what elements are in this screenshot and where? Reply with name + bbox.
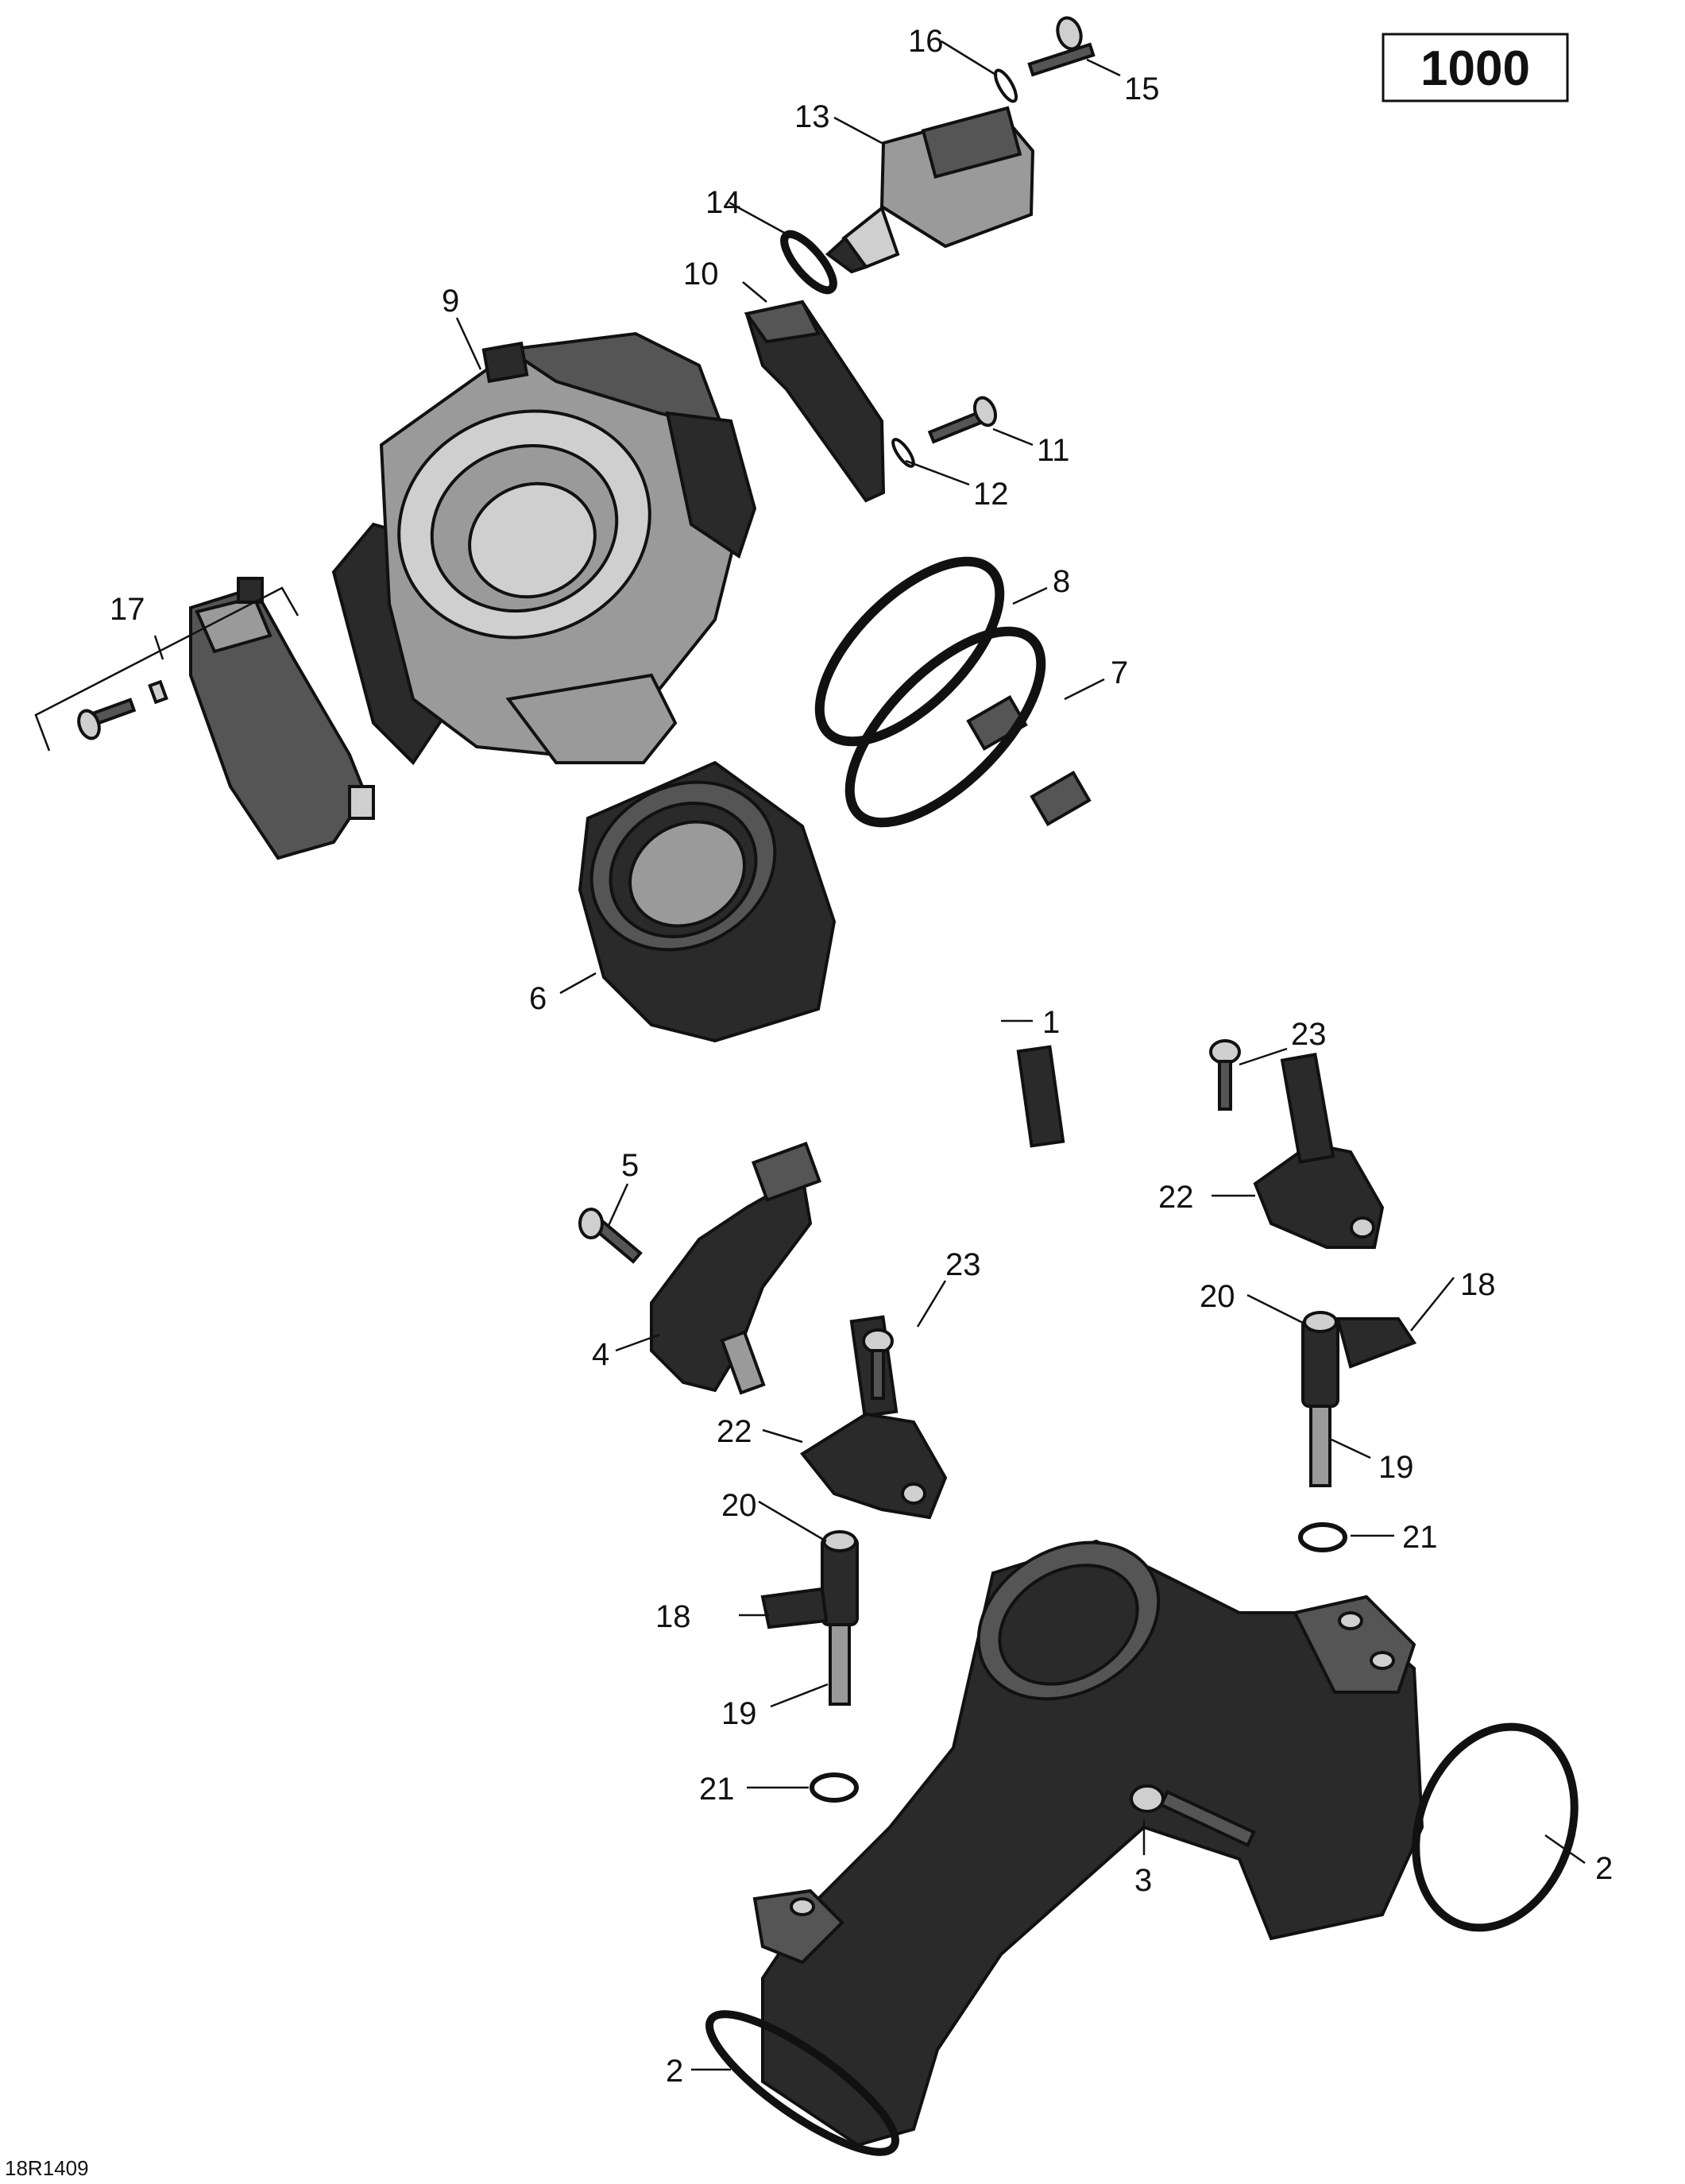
callout-21-left: 21: [699, 1772, 735, 1807]
part-screw-3: [1130, 1784, 1256, 1848]
callout-14: 14: [705, 185, 741, 220]
callout-6: 6: [529, 981, 547, 1016]
callout-21-right: 21: [1402, 1520, 1438, 1555]
part-manifold-1: [752, 1539, 1424, 2147]
part-seal-21-left: [810, 1772, 859, 1803]
callout-2-right: 2: [1595, 1851, 1613, 1886]
part-adapter-10: [744, 300, 886, 503]
part-screw-23-left: [862, 1328, 894, 1400]
callout-4: 4: [592, 1337, 609, 1372]
callout-19-left: 19: [721, 1696, 757, 1731]
callout-2-bottom: 2: [666, 2054, 683, 2089]
callout-17: 17: [110, 592, 145, 627]
part-sensor-4: [650, 1141, 822, 1395]
callout-11: 11: [1037, 433, 1070, 468]
callout-18-left: 18: [655, 1599, 691, 1634]
callout-8: 8: [1053, 564, 1070, 599]
callout-23-left: 23: [945, 1247, 981, 1282]
part-screw-15: [1027, 16, 1096, 77]
part-washer-16: [994, 68, 1018, 103]
part-clamp-7: [844, 626, 1092, 828]
model-badge-text: 1000: [1420, 41, 1530, 96]
part-idle-valve-13: [825, 106, 1035, 274]
part-seal-21-right: [1298, 1522, 1347, 1552]
callout-9: 9: [442, 284, 459, 319]
part-clamp-8: [814, 556, 1028, 752]
part-injector-right: [1301, 1311, 1417, 1487]
callout-18-right: 18: [1460, 1267, 1496, 1302]
part-oring-14: [780, 230, 837, 295]
part-throttle-body-9: [331, 331, 757, 766]
model-badge: 1000: [1382, 33, 1569, 102]
callout-13: 13: [794, 99, 830, 134]
part-boot-6: [578, 760, 837, 1043]
part-screw-11: [927, 396, 998, 444]
part-gasket-2-right: [1412, 1722, 1579, 1932]
callout-12: 12: [973, 477, 1009, 512]
callout-20-left: 20: [721, 1488, 757, 1523]
part-gasket-2-bottom: [705, 2010, 899, 2156]
callout-22-left: 22: [717, 1414, 752, 1449]
callout-10: 10: [683, 257, 719, 292]
callout-labels: 1 2 2 3 4 5 6 7 8 9 10 11 12 13 14 15 16…: [110, 24, 1613, 2089]
leader-lines: [34, 40, 1586, 2071]
callout-20-right: 20: [1200, 1279, 1235, 1314]
part-injector-left: [760, 1530, 859, 1706]
callout-22-right: 22: [1158, 1180, 1194, 1215]
part-screw-23-right: [1209, 1039, 1241, 1111]
callout-3: 3: [1134, 1863, 1152, 1898]
part-fuel-rail-22-right: [1016, 1045, 1385, 1249]
callout-15: 15: [1124, 72, 1160, 106]
callout-7: 7: [1111, 655, 1128, 690]
part-washer-12: [891, 438, 915, 468]
callout-19-right: 19: [1378, 1450, 1414, 1485]
callout-1: 1: [1042, 1005, 1060, 1040]
part-cover-17: [77, 577, 375, 860]
callout-5: 5: [621, 1148, 639, 1183]
callout-16: 16: [908, 24, 944, 59]
reference-code: 18R1409: [5, 2156, 89, 2180]
part-screw-5: [578, 1208, 643, 1264]
callout-23-right: 23: [1291, 1017, 1327, 1052]
